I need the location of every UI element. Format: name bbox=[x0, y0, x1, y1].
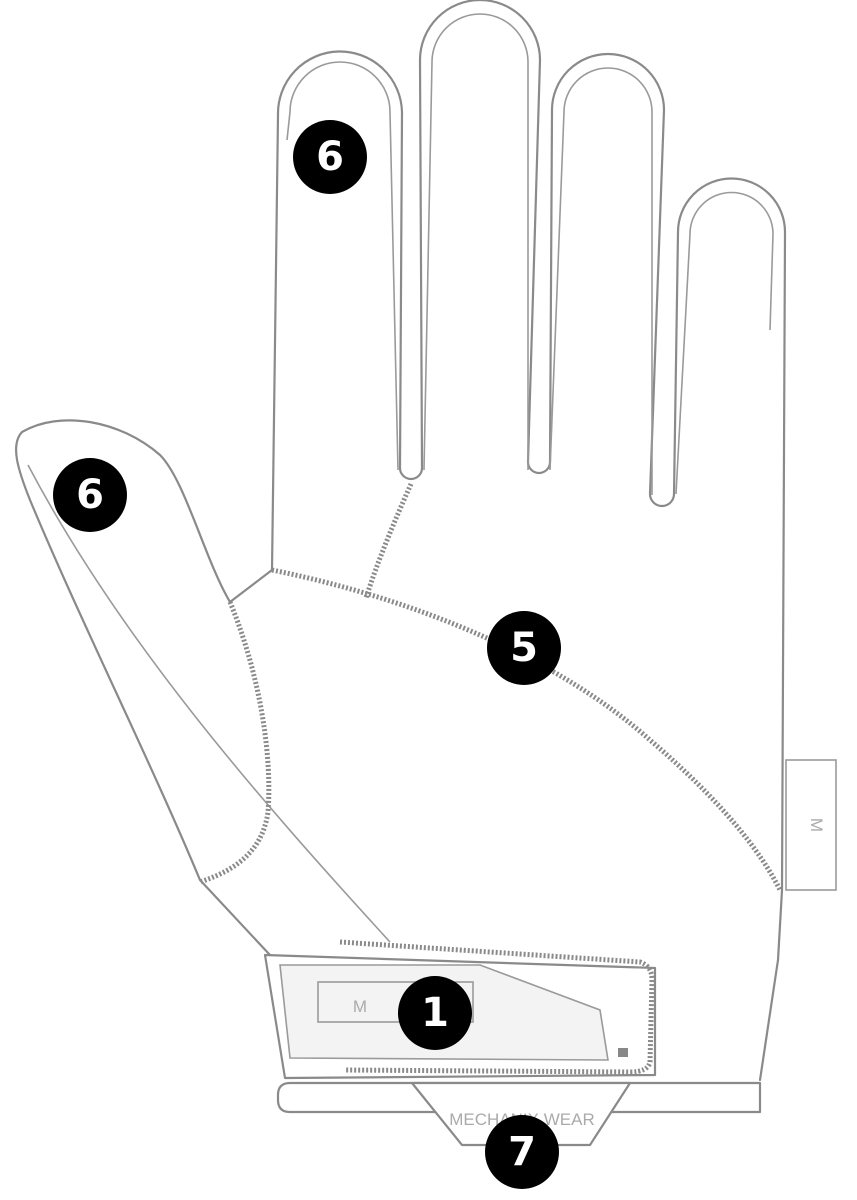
index-finger-inner bbox=[286, 61, 399, 471]
svg-text:6: 6 bbox=[76, 472, 104, 518]
wrist-band bbox=[263, 953, 657, 1080]
closure-logo-box bbox=[317, 981, 474, 1023]
callout-1-closure: 1 bbox=[398, 976, 472, 1050]
thumb-inner-line bbox=[27, 464, 391, 943]
side-logo-mark: M bbox=[807, 818, 826, 832]
svg-text:5: 5 bbox=[510, 625, 538, 671]
callout-6-index: 6 bbox=[293, 120, 367, 194]
callout-6-thumb: 6 bbox=[53, 458, 127, 532]
svg-text:1: 1 bbox=[421, 990, 449, 1036]
closure-tab-marker bbox=[618, 1048, 628, 1057]
thumb-crotch-line bbox=[228, 568, 274, 604]
side-logo-tag bbox=[785, 759, 837, 891]
closure-stitch bbox=[339, 939, 655, 1075]
callout-7-cuff: 7 bbox=[485, 1115, 559, 1189]
svg-text:6: 6 bbox=[316, 134, 344, 180]
callout-5-palm: 5 bbox=[487, 611, 561, 685]
finger-seam bbox=[363, 482, 414, 599]
cuff-strip bbox=[276, 1081, 762, 1114]
thumb-outline bbox=[14, 419, 272, 957]
cuff-tab bbox=[410, 1081, 632, 1147]
svg-text:7: 7 bbox=[508, 1129, 536, 1175]
palm-seam bbox=[271, 567, 783, 892]
closure-logo-mark: M bbox=[353, 997, 367, 1016]
thumb-seam bbox=[199, 601, 272, 885]
pinky-finger-inner bbox=[675, 191, 774, 495]
middle-finger-inner bbox=[423, 13, 529, 471]
glove-outline bbox=[270, 0, 787, 1082]
ring-finger-inner bbox=[549, 67, 653, 495]
